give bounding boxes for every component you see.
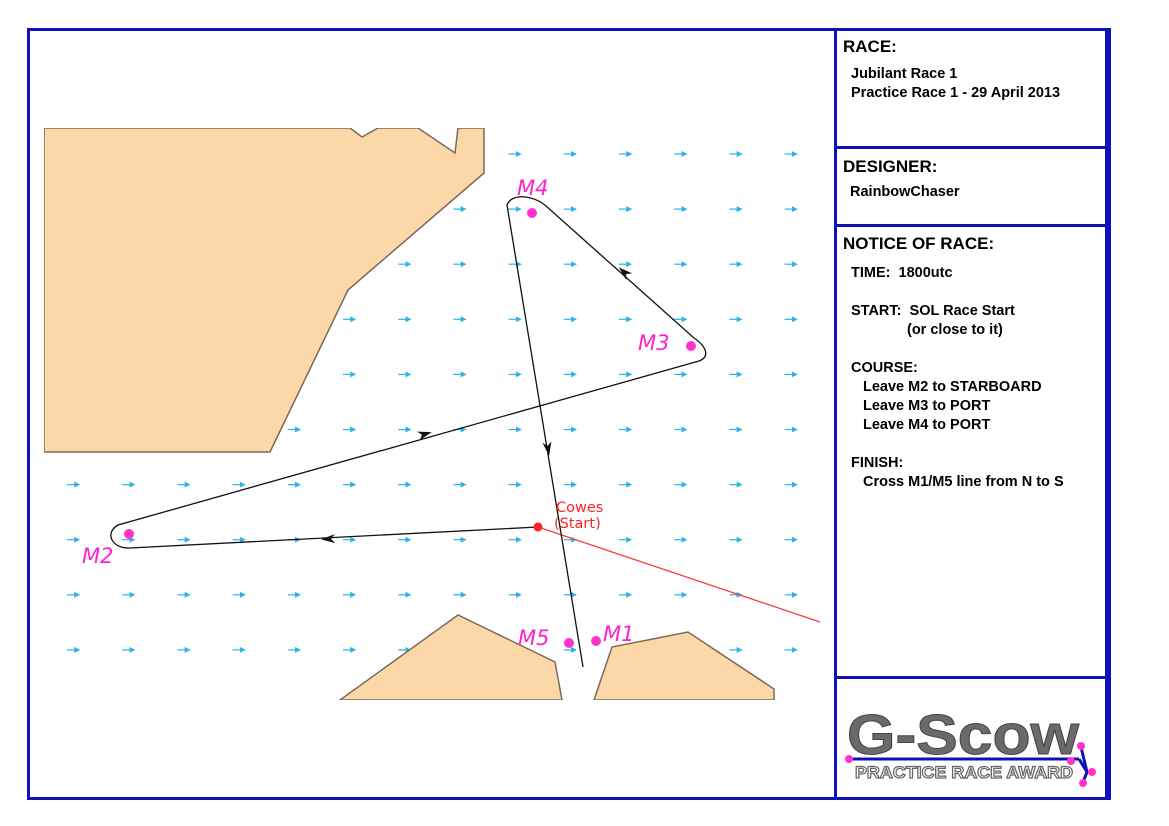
notice-course-line-1: Leave M2 to STARBOARD — [863, 379, 1042, 395]
designer-heading: DESIGNER: — [843, 157, 938, 176]
logo-dot-3 — [1088, 768, 1096, 776]
notice-course-line-3: Leave M4 to PORT — [863, 417, 991, 433]
separator-3 — [834, 676, 1108, 679]
notice-finish-line: Cross M1/M5 line from N to S — [863, 474, 1064, 490]
notice-panel: NOTICE OF RACE: TIME: 1800utc START: SOL… — [834, 227, 1108, 676]
logo-title: G-Scow — [847, 703, 1080, 767]
race-subtitle: Practice Race 1 - 29 April 2013 — [851, 85, 1061, 101]
logo-panel: G-Scow PRACTICE RACE AWARD — [834, 679, 1108, 797]
notice-heading: NOTICE OF RACE: — [843, 234, 995, 253]
race-name: Jubilant Race 1 — [851, 66, 958, 82]
separator-1 — [834, 146, 1108, 149]
notice-start-note: (or close to it) — [907, 322, 1003, 338]
g-scow-logo: G-Scow PRACTICE RACE AWARD — [845, 703, 1096, 787]
race-panel: RACE: Jubilant Race 1 Practice Race 1 - … — [834, 28, 1108, 149]
notice-course-line-2: Leave M3 to PORT — [863, 398, 991, 414]
logo-dot-4 — [1079, 779, 1087, 787]
notice-course-heading: COURSE: — [851, 360, 918, 376]
chart-frame — [27, 28, 1111, 800]
designer-panel: DESIGNER: RainbowChaser — [834, 149, 1108, 225]
logo-dot-5 — [1067, 757, 1075, 765]
notice-finish-heading: FINISH: — [851, 455, 904, 471]
separator-2 — [834, 224, 1108, 227]
logo-dot-2 — [1077, 742, 1085, 750]
designer-name: RainbowChaser — [850, 184, 960, 200]
logo-course-icon — [1077, 746, 1089, 783]
notice-start: START: SOL Race Start — [851, 303, 1015, 319]
logo-subtitle: PRACTICE RACE AWARD — [855, 763, 1073, 782]
info-sidebar: RACE: Jubilant Race 1 Practice Race 1 - … — [834, 28, 1108, 797]
notice-time: TIME: 1800utc — [851, 265, 953, 281]
logo-dot-1 — [845, 755, 853, 763]
race-heading: RACE: — [843, 37, 897, 56]
